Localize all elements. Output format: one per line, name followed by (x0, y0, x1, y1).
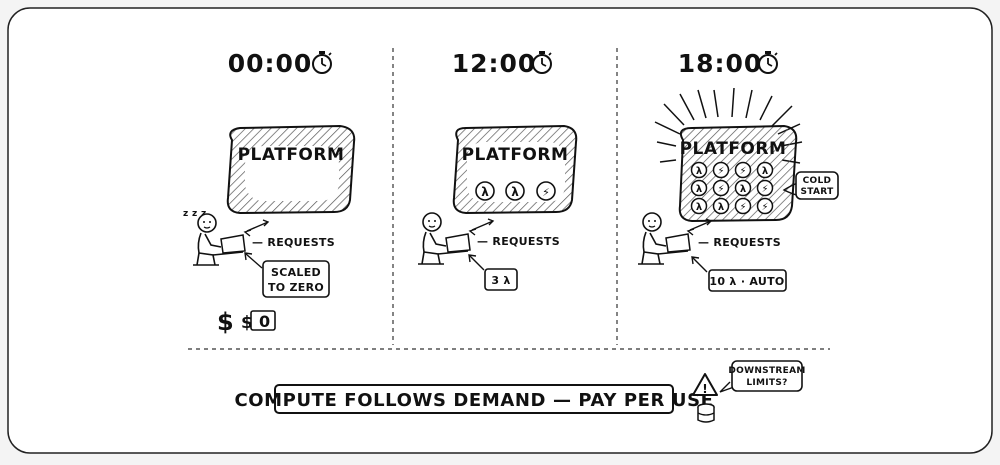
instance-count-note (708, 269, 787, 292)
lambda-icon (475, 181, 495, 201)
note-line: SCALED (271, 266, 321, 279)
banner-text: COMPUTE FOLLOWS DEMAND — PAY PER USE (234, 390, 713, 411)
note-text: 10 λ · AUTO (709, 275, 784, 288)
function-glyph: λ (511, 185, 519, 199)
time-label: 18:00 (678, 49, 763, 78)
cold-start-callout (795, 171, 839, 200)
function-glyph: λ (696, 166, 703, 177)
lambda-icon (505, 181, 525, 201)
warning-group: ! DOWNSTREAM LIMITS? (692, 360, 805, 423)
platform-label: PLATFORM (462, 145, 569, 165)
function-glyph: ⚡ (761, 184, 768, 195)
lightning-icon (712, 179, 730, 197)
callout-line: DOWNSTREAM (728, 366, 805, 376)
function-glyph: λ (740, 184, 747, 195)
warning-icon (692, 373, 718, 396)
callout-line: START (800, 187, 834, 197)
cost-value: 0 (259, 312, 270, 331)
function-glyph: λ (762, 166, 769, 177)
instance-count-note (484, 268, 518, 291)
platform-empty-area (245, 146, 339, 201)
note-arrow (692, 257, 708, 273)
callout-line: LIMITS? (746, 378, 787, 388)
callout-line: COLD (803, 176, 832, 186)
lightning-icon (756, 179, 774, 197)
lambda-icon (690, 179, 708, 197)
function-glyph: λ (696, 184, 703, 195)
function-row: λ λ ⚡ (475, 181, 556, 201)
requests-label: — REQUESTS (477, 235, 560, 248)
scaled-to-zero-note (262, 260, 330, 298)
lambda-icon (712, 197, 730, 215)
warning-mark: ! (702, 382, 707, 396)
function-glyph: ⚡ (717, 166, 724, 177)
dollar-icon: $ (217, 308, 234, 336)
lightning-icon (712, 161, 730, 179)
downstream-callout (731, 360, 803, 392)
database-icon (697, 403, 715, 423)
function-glyph: λ (696, 202, 703, 213)
function-glyph: λ (481, 185, 489, 199)
lambda-icon (756, 161, 774, 179)
lambda-icon (734, 179, 752, 197)
summary-banner: COMPUTE FOLLOWS DEMAND — PAY PER USE (234, 384, 713, 414)
function-glyph: ⚡ (739, 202, 746, 213)
banner-box (274, 384, 674, 414)
lightning-icon (734, 161, 752, 179)
time-label: 12:00 (452, 49, 537, 78)
platform-label: PLATFORM (238, 145, 345, 165)
function-glyph: ⚡ (739, 166, 746, 177)
panel-noon: 12:00 PLATFORM λ λ ⚡ — REQUESTS 3 λ (417, 49, 578, 291)
requests-label: — REQUESTS (698, 236, 781, 249)
function-glyph: λ (718, 202, 725, 213)
note-text: 3 λ (491, 274, 510, 287)
note-arrow (245, 253, 263, 269)
requests-label: — REQUESTS (252, 236, 335, 249)
platform-label: PLATFORM (680, 139, 787, 159)
lambda-icon (690, 197, 708, 215)
lightning-icon (536, 181, 556, 201)
outer-frame (7, 7, 993, 454)
lightning-icon (734, 197, 752, 215)
panel-midnight: 00:00 PLATFORM z z z — REQUESTS SCALED T… (183, 49, 356, 336)
sleep-zzz: z z z (183, 209, 206, 219)
cost-prefix: $ (241, 313, 253, 333)
lambda-icon (690, 161, 708, 179)
lightning-icon (756, 197, 774, 215)
time-label: 00:00 (228, 49, 313, 78)
note-arrow (469, 255, 485, 271)
function-glyph: ⚡ (761, 202, 768, 213)
function-glyph: ⚡ (542, 186, 550, 199)
note-line: TO ZERO (268, 281, 324, 294)
cost-box (250, 310, 276, 331)
function-glyph: ⚡ (717, 184, 724, 195)
